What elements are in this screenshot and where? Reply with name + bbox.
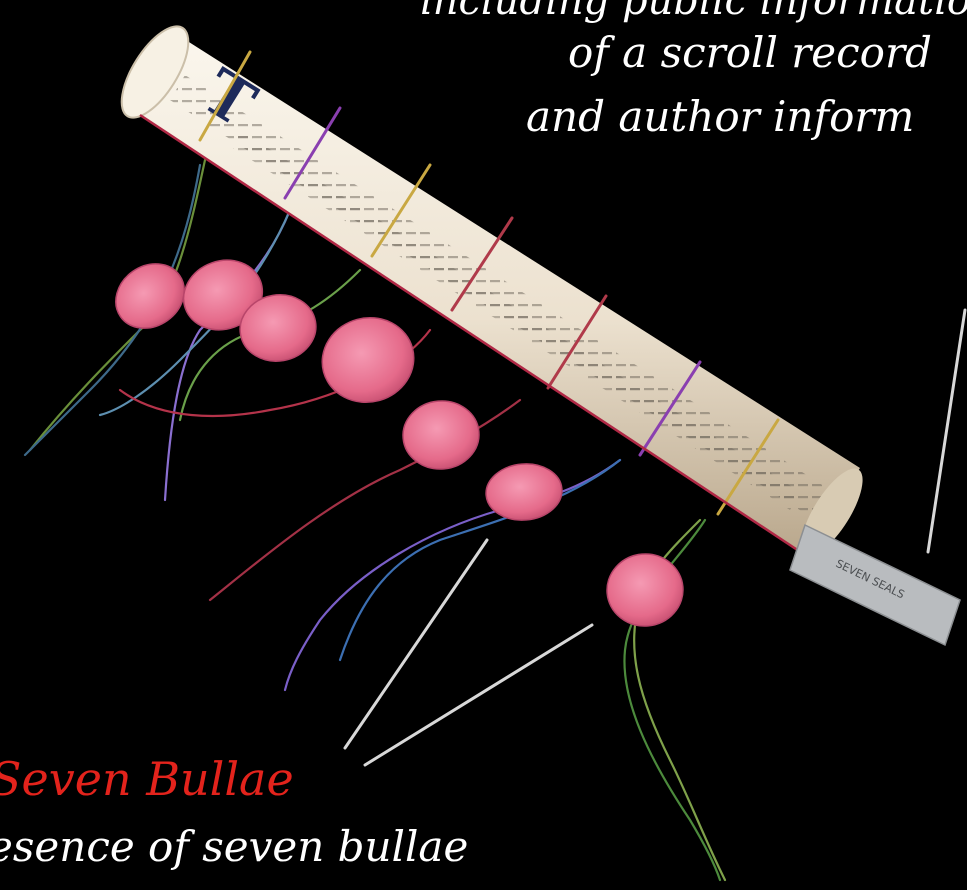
pointer-line	[345, 540, 487, 748]
caption-line: including public information	[420, 0, 967, 24]
scroll-tag: SEVEN SEALS	[790, 525, 960, 645]
bullae-heading: Seven Bullae	[0, 752, 294, 806]
thread	[285, 460, 620, 690]
pointer-line	[365, 625, 592, 765]
bulla-seal	[400, 398, 482, 472]
pointer-line	[928, 310, 965, 552]
thread	[340, 460, 620, 660]
bulla-seal	[313, 308, 424, 413]
scroll-edge	[140, 115, 805, 555]
caption-line: of a scroll record	[568, 28, 932, 77]
bullae-description: esence of seven bullae	[0, 822, 468, 871]
bulla-seal	[103, 251, 196, 341]
caption-line: and author inform	[526, 92, 914, 141]
bulla-seal	[484, 461, 565, 523]
